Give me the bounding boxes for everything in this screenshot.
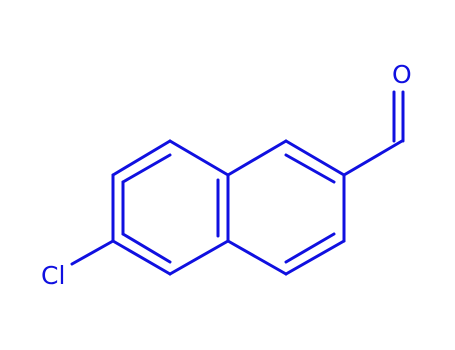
bond-layer	[70, 90, 405, 276]
bond-inner-c6-c5	[284, 232, 336, 264]
bond-c4-c4a	[168, 239, 230, 276]
bond-c7-cho	[342, 139, 404, 177]
bond-c6-c5	[284, 239, 346, 276]
bond-inner-c3-c4	[121, 232, 172, 264]
atom-label-oxygen: O	[392, 60, 412, 89]
bond-c5-c4a	[226, 239, 288, 276]
bond-c1-c2	[111, 139, 172, 177]
bond-c8a-c8	[226, 139, 288, 177]
atom-label-chlorine: Cl	[41, 261, 65, 290]
bond-c8-c7	[284, 139, 346, 177]
bond-c3-c4	[111, 239, 172, 276]
bond-c3-cl	[70, 239, 115, 266]
bond-inner-c8-c7	[284, 153, 336, 184]
bond-inner-c1-c2	[121, 153, 172, 184]
bond-c8a-c1	[168, 139, 230, 177]
